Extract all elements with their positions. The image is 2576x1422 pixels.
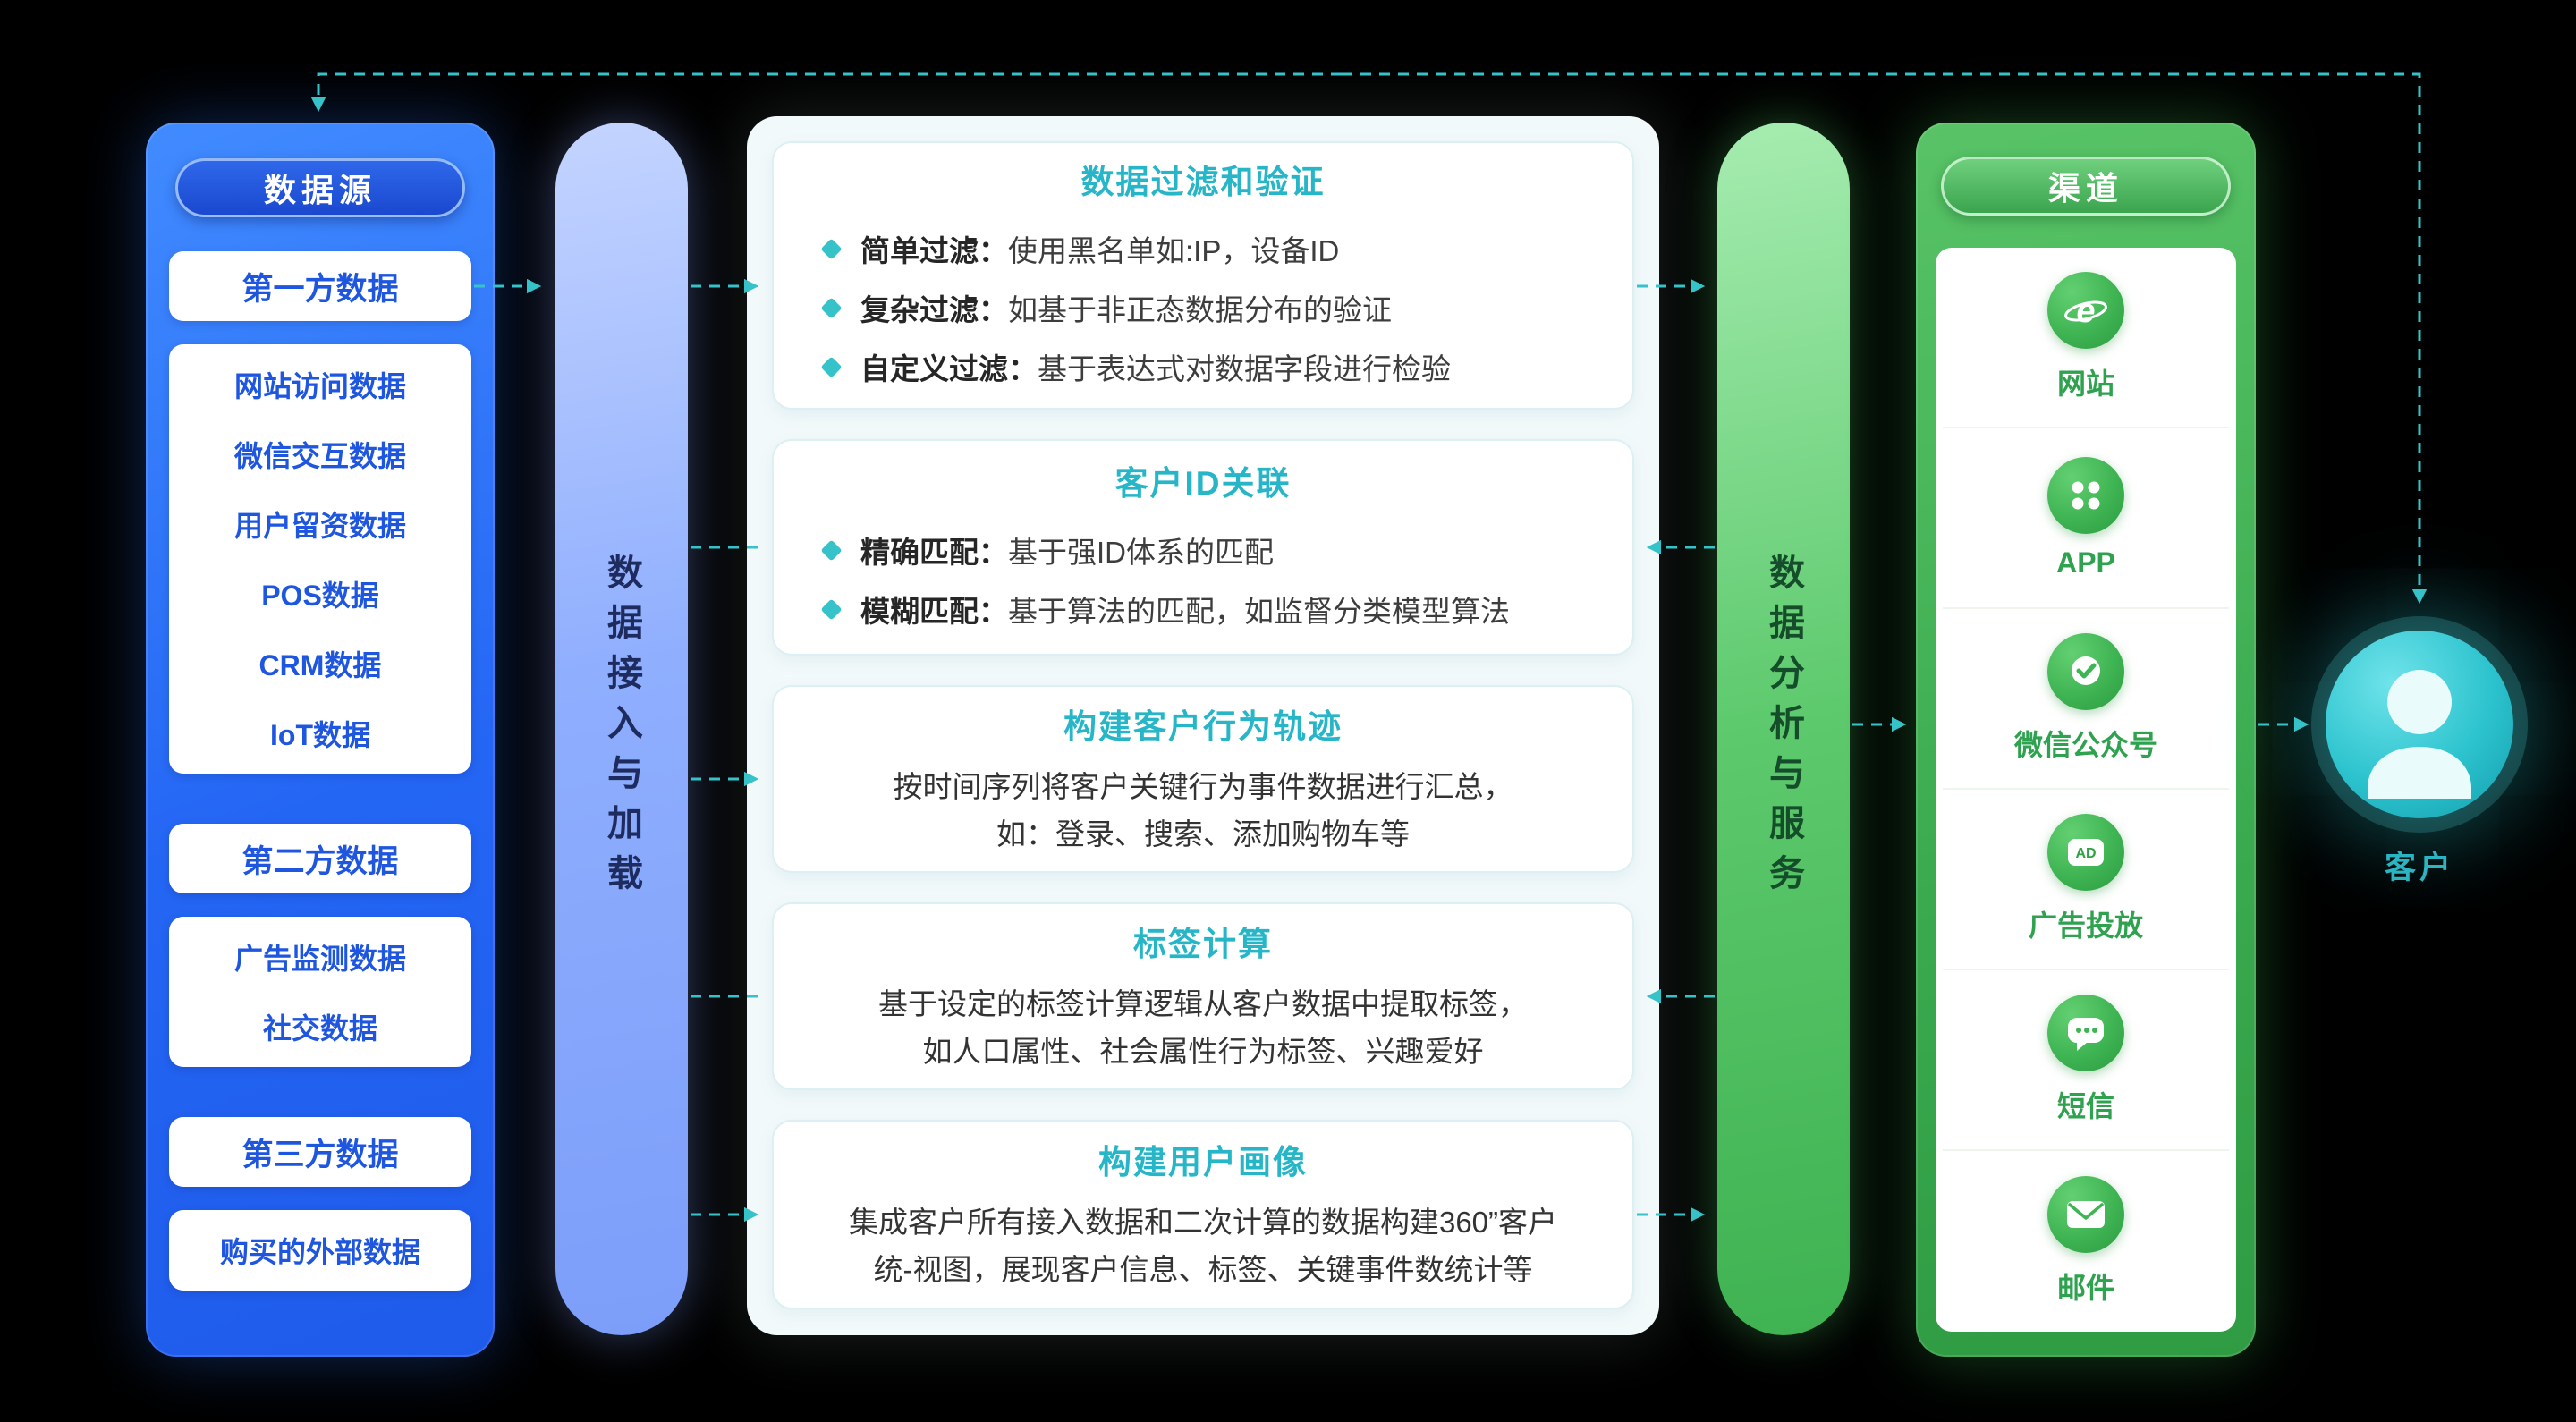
channel-label: APP <box>2056 546 2115 579</box>
channel-item-website: e 网站 <box>1943 248 2229 428</box>
channels-title: 渠道 <box>1941 157 2231 216</box>
group-label-text: 第一方数据 <box>242 271 399 307</box>
data-sources-title-label: 数据源 <box>263 172 377 208</box>
bullet-desc: 使用黑名单如:IP，设备ID <box>1008 234 1340 267</box>
bullet-term: 复杂过滤： <box>860 293 1008 326</box>
group-label-text: 第三方数据 <box>242 1137 399 1172</box>
ad-icon: AD <box>2047 814 2124 891</box>
second-party-items: 广告监测数据 社交数据 <box>169 917 471 1067</box>
bullet-term: 简单过滤： <box>860 234 1008 267</box>
diamond-bullet-icon <box>820 597 843 621</box>
group-label-first-party: 第一方数据 <box>169 251 471 321</box>
process-box-tag-compute: 标签计算 基于设定的标签计算逻辑从客户数据中提取标签， 如人口属性、社会属性行为… <box>772 902 1634 1090</box>
channels-title-label: 渠道 <box>2047 170 2123 207</box>
process-description: 集成客户所有接入数据和二次计算的数据构建360”客户 统-视图，展现客户信息、标… <box>848 1206 1558 1286</box>
bullet-row: 复杂过滤： 如基于非正态数据分布的验证 <box>820 286 1600 329</box>
data-source-item: 广告监测数据 <box>233 943 406 975</box>
group-label-text: 第二方数据 <box>242 843 399 879</box>
group-label-third-party: 第三方数据 <box>169 1117 471 1187</box>
process-box-id-mapping: 客户ID关联 精确匹配： 基于强ID体系的匹配 模糊匹配： 基于算法的匹配，如监… <box>772 439 1634 656</box>
bullet-desc: 基于强ID体系的匹配 <box>1008 536 1274 569</box>
process-box-filter-validate: 数据过滤和验证 简单过滤： 使用黑名单如:IP，设备ID 复杂过滤： 如基于非正… <box>772 141 1634 410</box>
process-box-user-profile: 构建用户画像 集成客户所有接入数据和二次计算的数据构建360”客户 统-视图，展… <box>772 1120 1634 1309</box>
process-title: 构建用户画像 <box>1098 1144 1308 1181</box>
email-icon <box>2047 1176 2124 1253</box>
data-source-item: POS数据 <box>261 580 379 612</box>
ingest-bar-label: 数据接入与加载 <box>602 554 641 904</box>
channel-label: 网站 <box>2056 368 2114 400</box>
analysis-bar: 数据分析与服务 <box>1717 123 1850 1335</box>
data-source-item: 网站访问数据 <box>233 370 406 402</box>
diamond-bullet-icon <box>820 538 843 562</box>
data-source-item: 社交数据 <box>262 1012 377 1045</box>
channel-label: 邮件 <box>2056 1272 2114 1304</box>
process-title: 标签计算 <box>1133 926 1273 963</box>
diamond-bullet-icon <box>820 296 843 319</box>
data-sources-title: 数据源 <box>175 158 465 217</box>
bullet-row: 自定义过滤： 基于表达式对数据字段进行检验 <box>820 345 1600 388</box>
data-source-item: IoT数据 <box>270 719 370 751</box>
process-box-behavior-track: 构建客户行为轨迹 按时间序列将客户关键行为事件数据进行汇总， 如：登录、搜索、添… <box>772 685 1634 873</box>
customer-label: 客户 <box>2384 851 2454 885</box>
third-party-items: 购买的外部数据 <box>169 1210 471 1291</box>
bullet-desc: 如基于非正态数据分布的验证 <box>1008 293 1392 326</box>
svg-text:AD: AD <box>2075 846 2096 861</box>
data-source-item: 用户留资数据 <box>233 510 406 542</box>
bullet-term: 模糊匹配： <box>860 595 1008 628</box>
svg-text:e: e <box>2076 292 2095 330</box>
website-icon: e <box>2047 272 2124 349</box>
diamond-bullet-icon <box>820 237 843 260</box>
data-source-item: 微信交互数据 <box>233 440 406 472</box>
data-source-item: 购买的外部数据 <box>219 1236 420 1268</box>
group-label-second-party: 第二方数据 <box>169 824 471 893</box>
channel-item-wechat-official: 微信公众号 <box>1943 609 2229 790</box>
analysis-bar-label: 数据分析与服务 <box>1764 554 1803 904</box>
channel-item-sms: 短信 <box>1943 970 2229 1151</box>
channel-label: 广告投放 <box>2028 910 2143 942</box>
process-title: 数据过滤和验证 <box>1080 164 1326 200</box>
customer-avatar <box>2326 631 2513 818</box>
data-source-item: CRM数据 <box>258 649 382 681</box>
channel-label: 微信公众号 <box>2013 729 2157 761</box>
channels-list: e 网站 APP <box>1936 248 2236 1332</box>
process-title: 客户ID关联 <box>1114 465 1292 502</box>
wechat-official-icon <box>2047 633 2124 710</box>
bullet-term: 精确匹配： <box>860 536 1008 569</box>
channel-item-email: 邮件 <box>1943 1151 2229 1332</box>
connector-top-left <box>310 72 1342 113</box>
channel-item-ad: AD 广告投放 <box>1943 790 2229 970</box>
app-icon <box>2047 456 2124 534</box>
channel-label: 短信 <box>2056 1090 2114 1122</box>
bullet-desc: 基于算法的匹配，如监督分类模型算法 <box>1008 595 1510 628</box>
process-description: 按时间序列将客户关键行为事件数据进行汇总， 如：登录、搜索、添加购物车等 <box>893 770 1513 851</box>
first-party-items: 网站访问数据 微信交互数据 用户留资数据 POS数据 CRM数据 IoT数据 <box>169 344 471 774</box>
diamond-bullet-icon <box>820 355 843 378</box>
data-sources-panel: 数据源 第一方数据 网站访问数据 微信交互数据 用户留资数据 POS数据 CRM… <box>146 123 495 1357</box>
bullet-row: 精确匹配： 基于强ID体系的匹配 <box>820 529 1600 571</box>
ingest-bar: 数据接入与加载 <box>555 123 688 1335</box>
processing-panel: 数据过滤和验证 简单过滤： 使用黑名单如:IP，设备ID 复杂过滤： 如基于非正… <box>747 116 1659 1335</box>
bullet-row: 模糊匹配： 基于算法的匹配，如监督分类模型算法 <box>820 588 1600 631</box>
bullet-term: 自定义过滤： <box>860 352 1038 385</box>
bullet-desc: 基于表达式对数据字段进行检验 <box>1038 352 1451 385</box>
process-title: 构建客户行为轨迹 <box>1063 708 1343 746</box>
sms-icon <box>2047 995 2124 1071</box>
channels-panel: 渠道 e 网站 <box>1916 123 2256 1357</box>
person-icon <box>2326 631 2513 818</box>
channel-item-app: APP <box>1943 428 2229 609</box>
process-description: 基于设定的标签计算逻辑从客户数据中提取标签， 如人口属性、社会属性行为标签、兴趣… <box>878 987 1528 1068</box>
bullet-row: 简单过滤： 使用黑名单如:IP，设备ID <box>820 227 1600 270</box>
